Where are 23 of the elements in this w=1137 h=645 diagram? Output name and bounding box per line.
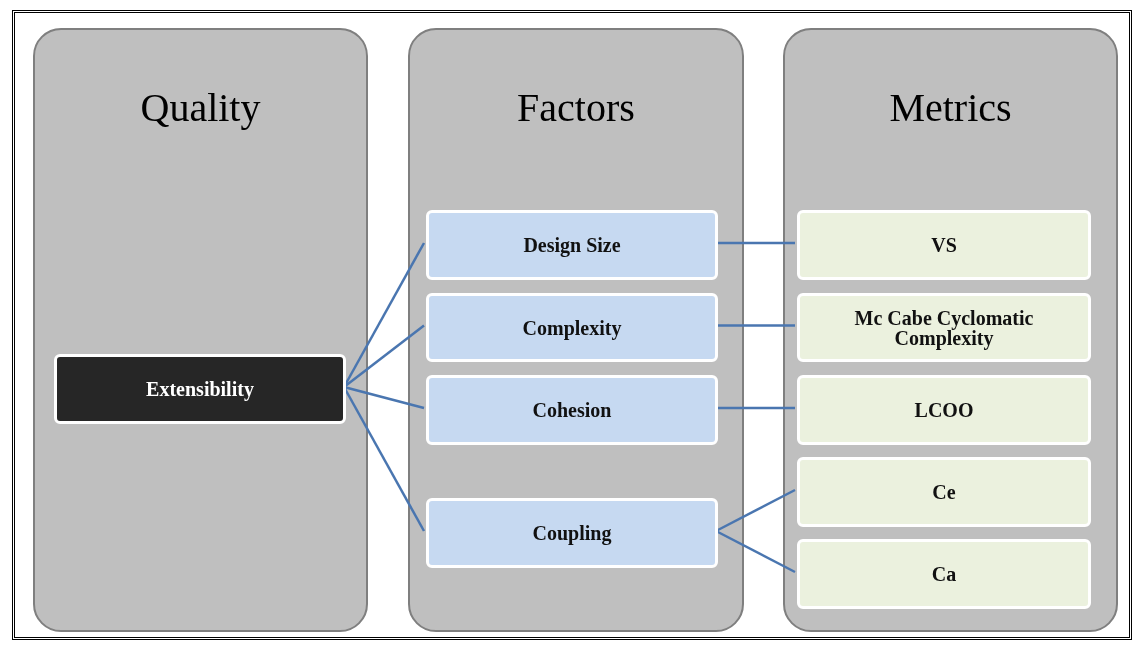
factor-box: Complexity	[426, 293, 718, 362]
metric-box: Ca	[797, 539, 1091, 609]
connector-line	[715, 529, 796, 574]
metric-box: LCOO	[797, 375, 1091, 445]
factor-box: Cohesion	[426, 375, 718, 445]
connector-line	[716, 324, 795, 327]
column-panel	[33, 28, 368, 632]
metric-box: Ce	[797, 457, 1091, 527]
connector-line	[716, 241, 795, 245]
column-panel	[783, 28, 1118, 632]
connector-line	[715, 488, 796, 533]
column-heading: Factors	[516, 88, 636, 128]
factor-box: Design Size	[426, 210, 718, 280]
connector-line	[343, 385, 425, 410]
quality-box: Extensibility	[54, 354, 346, 424]
metric-box: Mc Cabe Cyclomatic Complexity	[797, 293, 1091, 362]
connector-line	[343, 324, 425, 388]
column-heading: Quality	[139, 88, 262, 128]
column-heading: Metrics	[888, 88, 1013, 128]
column-panel	[408, 28, 744, 632]
connector-line	[716, 406, 795, 410]
metric-box: VS	[797, 210, 1091, 280]
factor-box: Coupling	[426, 498, 718, 568]
